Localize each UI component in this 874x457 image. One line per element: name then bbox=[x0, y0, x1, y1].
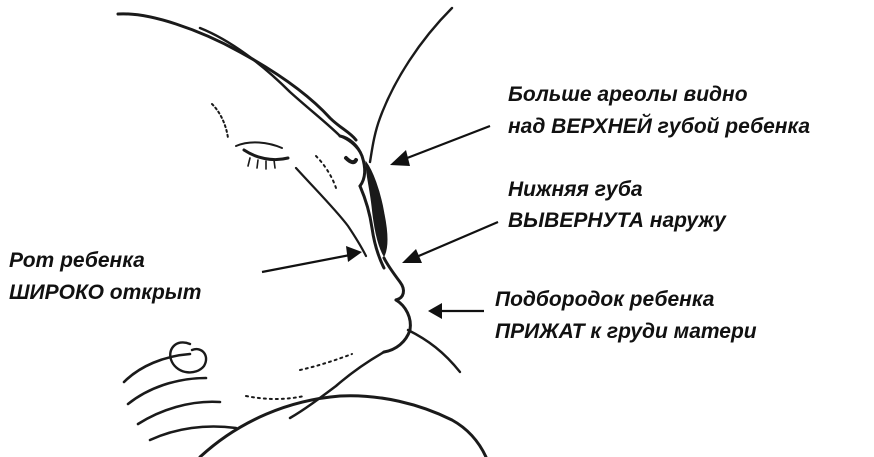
mother-arm bbox=[200, 396, 486, 457]
baby-eyebrow bbox=[212, 104, 228, 138]
label-chin-line2: ПРИЖАТ к груди матери bbox=[495, 320, 757, 343]
label-mouth-line2: ШИРОКО открыт bbox=[9, 281, 201, 304]
arrow-lower-lip bbox=[414, 222, 498, 258]
mother-breast-lower bbox=[408, 330, 460, 372]
arrow-areola-head bbox=[390, 150, 410, 166]
labels: Больше ареолы видно над ВЕРХНЕЙ губой ре… bbox=[9, 83, 810, 343]
arrow-lower-lip-head bbox=[402, 249, 422, 263]
arrow-areola bbox=[402, 126, 490, 160]
baby-ear bbox=[170, 342, 206, 372]
arrow-mouth-head bbox=[346, 246, 362, 262]
baby-hand bbox=[124, 354, 236, 440]
baby-drawing bbox=[118, 8, 486, 457]
baby-nostril bbox=[346, 158, 356, 162]
label-areola-line1: Больше ареолы видно bbox=[508, 83, 748, 106]
baby-neck-shading bbox=[246, 396, 304, 399]
baby-cheek-line bbox=[296, 168, 366, 256]
label-areola-line2: над ВЕРХНЕЙ губой ребенка bbox=[508, 114, 810, 138]
baby-lower-lip bbox=[384, 258, 403, 300]
label-lower-lip-line1: Нижняя губа bbox=[508, 178, 643, 201]
label-lower-lip-line2: ВЫВЕРНУТА наружу bbox=[508, 209, 727, 232]
label-mouth-line1: Рот ребенка bbox=[9, 249, 145, 272]
baby-chin bbox=[384, 300, 410, 352]
baby-cheek-shading bbox=[316, 156, 336, 188]
label-chin-line1: Подбородок ребенка bbox=[495, 288, 715, 311]
baby-forehead bbox=[200, 28, 360, 152]
arrow-chin-head bbox=[428, 303, 442, 319]
baby-eyelid bbox=[236, 142, 282, 148]
baby-jaw-shading bbox=[300, 354, 352, 370]
baby-head-outline bbox=[118, 14, 356, 140]
baby-jaw bbox=[290, 352, 384, 418]
mother-breast-upper bbox=[370, 8, 452, 162]
arrow-mouth bbox=[262, 255, 350, 272]
